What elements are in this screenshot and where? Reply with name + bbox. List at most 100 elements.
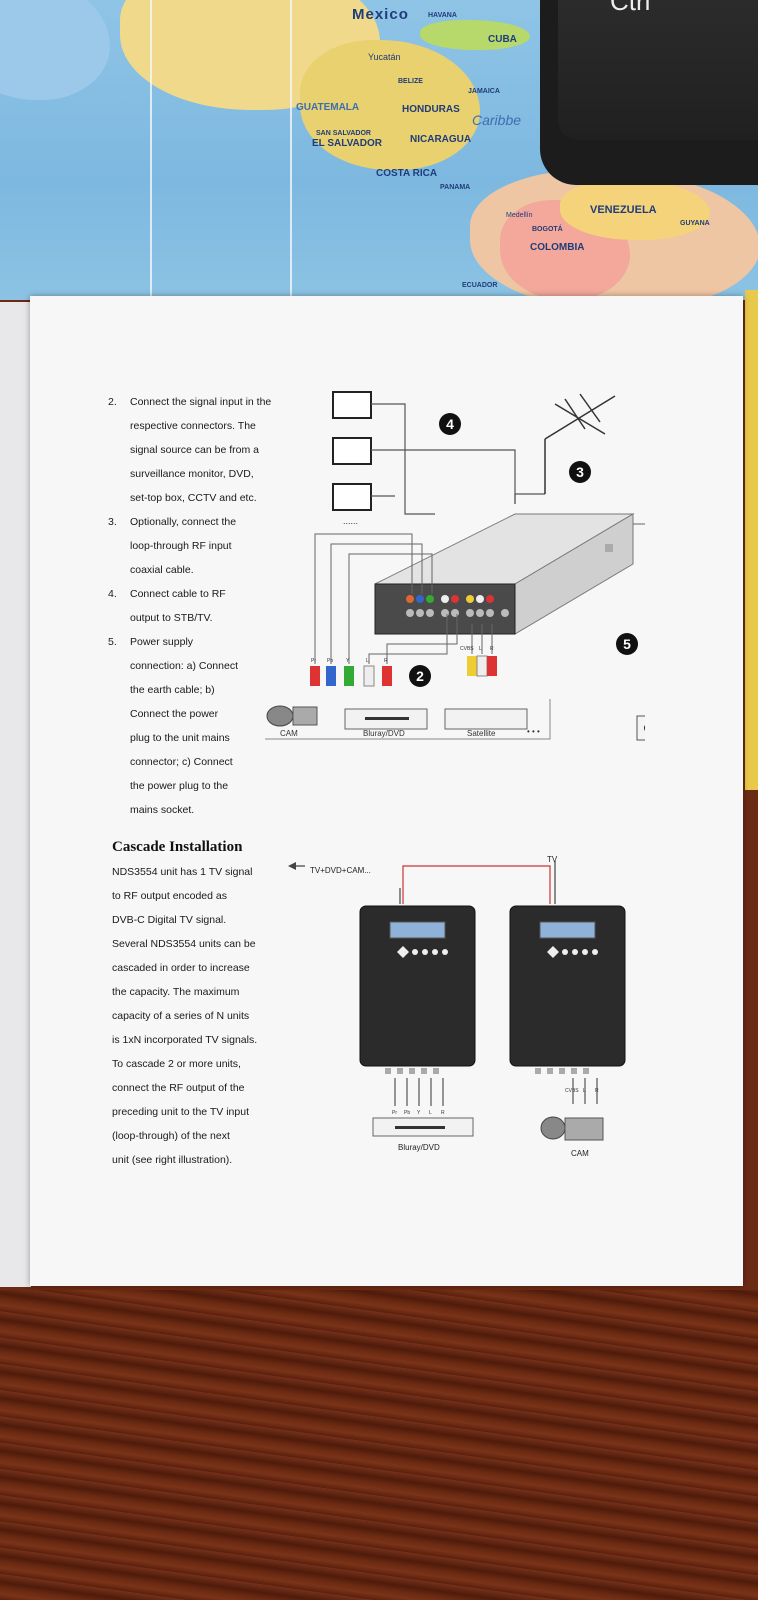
map-label-yucatan: Yucatán [368,52,401,62]
step-line: the earth cable; b) [130,684,215,696]
port-label: L [429,1110,432,1116]
map-label-bogota: BOGOTÁ [532,226,563,233]
step-line: surveillance monitor, DVD, [130,468,254,480]
step-line: connection: a) Connect [130,660,238,672]
plug-label: L [366,658,369,664]
map-label-san-salvador: SAN SALVADOR [316,130,371,137]
map-label-guyana: GUYANA [680,220,710,227]
cascade-line: cascaded in order to increase [112,962,250,974]
rf-lines [371,403,545,515]
badge-5-label: 5 [623,636,631,652]
device-label-more: • • • [527,727,540,736]
component-plugs [310,655,497,687]
badge-4 [439,413,461,435]
booklet-left-page-edge [0,302,31,1287]
satellite-receiver-icon [444,708,528,730]
plug-labels-left: Pr Pb Y L R [311,658,388,664]
connection-diagram: ...... 4 3 2 5 [265,391,645,741]
cam-label: CAM [571,1149,589,1158]
map-meridian [150,0,152,300]
step-line: respective connectors. The [130,420,256,432]
manual-page: 2. Connect the signal input in the respe… [30,296,743,1286]
map-label-cuba: CUBA [488,34,517,45]
map-label-panama: PANAMA [440,184,471,191]
port-label: R [441,1110,445,1116]
step-line: Optionally, connect the [130,516,237,528]
tv-monitor-icon [332,437,372,465]
cascade-line: preceding unit to the TV input [112,1106,249,1118]
step-2: 2. Connect the signal input in the respe… [108,392,282,512]
step-line: mains socket. [130,804,195,816]
map-label-honduras: HONDURAS [402,104,460,115]
camera-icon [266,705,294,727]
cascade-line: unit (see right illustration). [112,1154,233,1166]
output-label: TV+DVD+CAM... [310,866,371,875]
map-label-havana: HAVANA [428,12,457,19]
plug-label: CVBS [460,646,474,652]
map-label-belize: BELIZE [398,78,423,85]
map-label-jamaica: JAMAICA [468,88,500,95]
step-line: coaxial cable. [130,564,194,576]
cascade-line: (loop-through) of the next [112,1130,230,1142]
device-label-satellite: Satellite [467,729,496,738]
tv-monitor-icon [332,391,372,419]
cascade-line: is 1xN incorporated TV signals. [112,1034,258,1046]
right-port-labels: CVBS L R [565,1088,599,1094]
bluray-slot [395,1126,445,1129]
step-number: 4. [108,588,117,600]
land-west [0,0,110,100]
port-label: CVBS [565,1088,579,1094]
tv-input-label: TV [547,856,558,864]
step-line: Connect the signal input in the [130,396,272,408]
badge-3 [569,461,591,483]
plug-label: R [384,658,388,664]
wooden-table [0,1290,758,1600]
badge-4-label: 4 [446,416,454,432]
device-label-cam: CAM [280,729,298,738]
cascade-line: DVB-C Digital TV signal. [112,914,227,926]
port-label: R [595,1088,599,1094]
encoder-unit-illustration [374,513,635,635]
plug-label: Y [346,658,350,664]
port-label: L [583,1088,586,1094]
cascade-line: Several NDS3554 units can be [112,938,256,950]
step-line: connector; c) Connect [130,756,233,768]
map-label-ecuador: ECUADOR [462,282,498,289]
map-label-costa-rica: COSTA RICA [376,168,438,179]
badge-5 [616,633,638,655]
step-line: the power plug to the [130,780,229,792]
plug-label: Pb [327,658,333,664]
keyboard-key [558,0,758,140]
installation-steps: 2. Connect the signal input in the respe… [108,392,282,822]
cascade-line: to RF output encoded as [112,890,227,902]
av-cables [314,523,645,664]
step-number: 3. [108,516,117,528]
plug-labels-right: CVBS L R [460,646,494,652]
step-4: 4. Connect cable to RF output to STB/TV. [108,584,282,632]
cascade-line: the capacity. The maximum [112,986,240,998]
tv-monitor-icon [332,483,372,511]
cascade-line: capacity of a series of N units [112,1010,250,1022]
step-number: 2. [108,396,117,408]
badge-2-label: 2 [416,668,424,684]
step-line: Connect the power [130,708,219,720]
map-meridian [290,0,292,300]
badge-3-label: 3 [576,464,584,480]
step-line: set-top box, CCTV and etc. [130,492,257,504]
encoder-unit-1 [359,905,476,1074]
land-venezuela [560,180,710,240]
antenna-icon [544,393,616,494]
plug-label: R [490,646,494,652]
map-label-mexico: Mexico [352,6,409,23]
land-cuba [420,20,530,50]
tv-monitors [332,391,372,511]
cascade-heading: Cascade Installation [112,839,243,855]
keyboard-key-label: Ctrl [610,0,651,16]
plug-label: L [479,646,482,652]
output-label-box [305,862,393,876]
map-label-el-salvador: EL SALVADOR [312,138,383,149]
map-edge-strip [745,290,758,790]
step-line: output to STB/TV. [130,612,213,624]
cascade-line: connect the RF output of the [112,1082,245,1094]
cascade-line: NDS3554 unit has 1 TV signal [112,866,253,878]
